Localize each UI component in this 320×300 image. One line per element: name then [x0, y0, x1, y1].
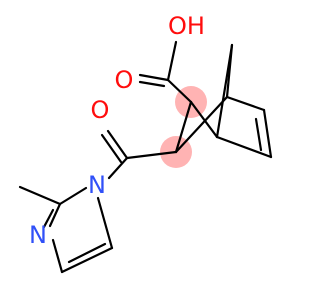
bond-c2-carboxyl: [166, 78, 193, 104]
bond-c3-c4: [174, 95, 229, 154]
bond-c1-c6: [215, 135, 273, 159]
bond-c1-c2: [189, 100, 219, 139]
bond-c5-ring-n1: [96, 196, 114, 250]
bond-carboxyl-o-double-b: [138, 80, 166, 88]
bond-carboxyl-oh: [166, 40, 178, 82]
carbonyl-oxygen-label: O: [91, 96, 110, 124]
molecule-structure-diagram: OH O O N N: [18, 12, 273, 274]
atom-labels: OH O O N N: [29, 12, 205, 249]
bond-c2-ring-n3-double: [42, 208, 55, 229]
hydroxyl-label: OH: [168, 12, 205, 40]
bond-n3-c4-ring: [51, 238, 64, 274]
bond-carbonyl-o-double-a: [106, 129, 129, 160]
bond-c4-c7: [225, 43, 234, 99]
methylimidazole-ring: [18, 185, 114, 274]
carboxyl-oxygen-label: O: [115, 66, 134, 94]
bond-carbonyl-o-double-b: [100, 133, 123, 164]
bond-c3-carbonyl: [125, 150, 178, 160]
imidazole-n3-label: N: [29, 221, 47, 249]
imidazole-n1-label: N: [88, 171, 106, 199]
bond-c2-ring-n3: [48, 202, 62, 228]
acyl-carbonyl-group: [100, 129, 178, 180]
bond-n1-c2-ring: [58, 186, 88, 206]
bond-c2-ring-methyl: [18, 185, 62, 206]
bond-carbonyl-n1: [107, 156, 129, 180]
bond-c4-c5-ring-double: [67, 242, 107, 264]
bond-c5-c6-double: [254, 117, 263, 152]
carboxylic-acid-group: [138, 40, 193, 104]
bicyclic-core: [174, 43, 273, 159]
bond-c2-c3: [174, 100, 193, 154]
bond-c5-c6: [262, 108, 273, 159]
bond-carboxyl-o-double-a: [138, 73, 170, 82]
bond-c4-c5: [225, 95, 266, 112]
bond-c4-c5-ring: [60, 246, 114, 274]
